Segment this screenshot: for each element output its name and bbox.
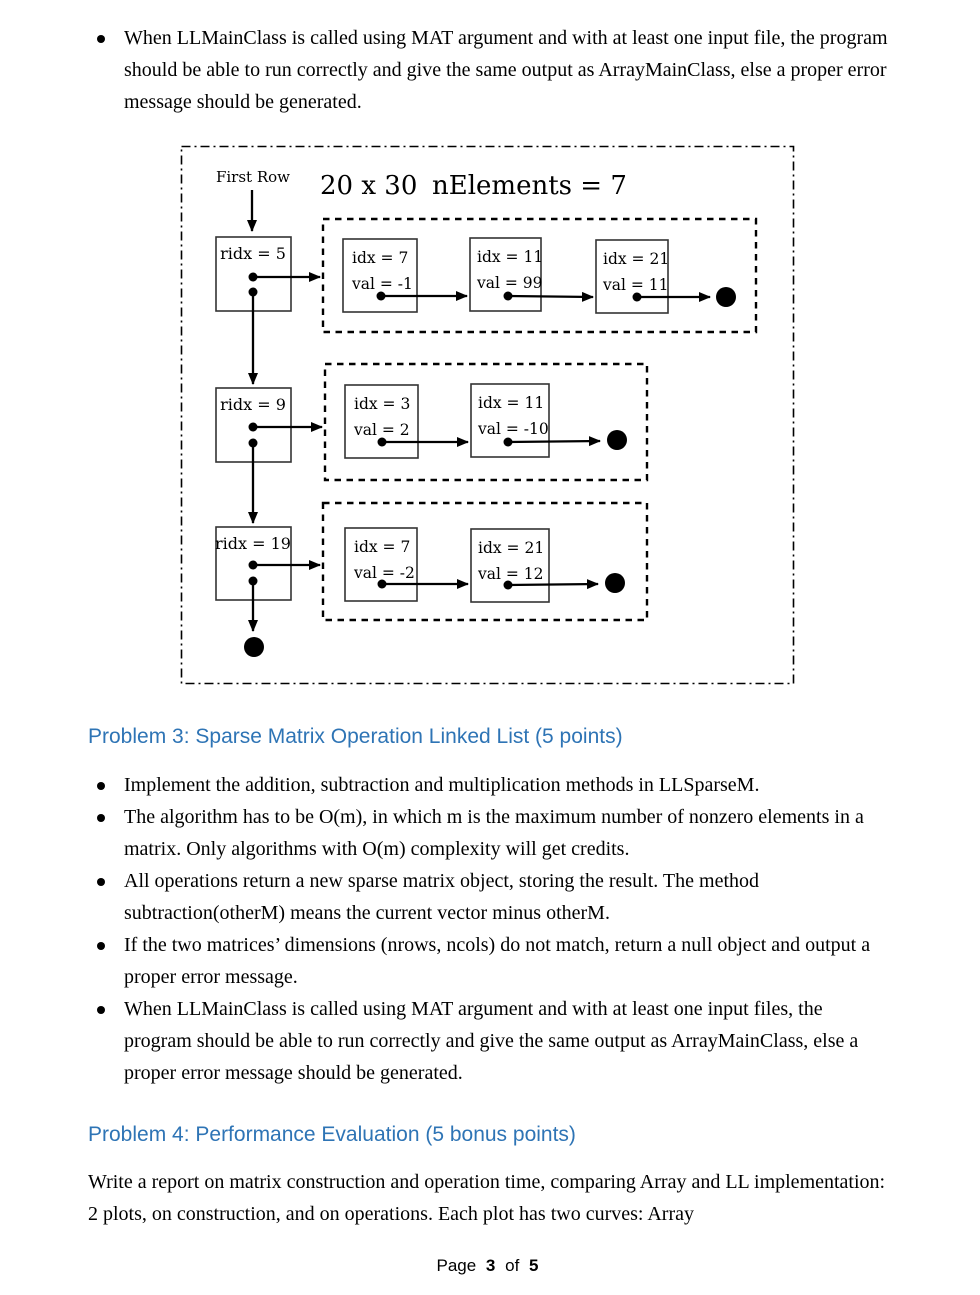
intro-bullet-list: When LLMainClass is called using MAT arg… [88, 22, 894, 118]
node-val-label: val = 12 [477, 565, 544, 583]
sparse-matrix-linked-list-diagram: First Row 20 x 30 nElements = 7 ridx = 5… [180, 145, 795, 685]
next-node-arrow [507, 291, 594, 302]
bullet-text: All operations return a new sparse matri… [124, 870, 760, 924]
bullet-text: When LLMainClass is called using MAT arg… [124, 27, 888, 113]
matrix-size-label: 20 x 30 [320, 171, 417, 201]
list-item: The algorithm has to be O(m), in which m… [88, 801, 894, 865]
footer-page-number: 3 [485, 1256, 496, 1275]
null-arrow [507, 436, 601, 447]
node-box [595, 239, 669, 314]
node-val-label: val = 11 [602, 276, 669, 294]
null-pointer-icon [603, 568, 627, 598]
bullet-marker [97, 782, 105, 790]
bullet-text: The algorithm has to be O(m), in which m… [124, 806, 864, 860]
list-item: When LLMainClass is called using MAT arg… [88, 22, 894, 118]
list-item: Implement the addition, subtraction and … [88, 769, 894, 801]
node-box [469, 237, 542, 312]
null-pointer-icon [714, 282, 738, 312]
null-pointer-icon [242, 632, 266, 662]
node-idx-label: idx = 11 [478, 394, 544, 412]
null-pointer-icon [605, 425, 629, 455]
node-idx-label: idx = 21 [478, 539, 544, 557]
bullet-marker [97, 1006, 105, 1014]
node-val-label: val = -1 [351, 275, 413, 293]
list-item: If the two matrices’ dimensions (nrows, … [88, 929, 894, 993]
diagram-outer-border [180, 145, 795, 685]
bullet-marker [97, 942, 105, 950]
node-box [470, 528, 550, 603]
node-box [344, 384, 419, 459]
row-group-border [321, 217, 758, 334]
problem4-heading: Problem 4: Performance Evaluation (5 bon… [88, 1123, 576, 1146]
first-row-label: First Row [216, 168, 290, 186]
node-box [470, 383, 550, 458]
footer-total-pages: 5 [529, 1256, 539, 1275]
problem3-bullet-list: Implement the addition, subtraction and … [88, 769, 894, 1089]
list-item: All operations return a new sparse matri… [88, 865, 894, 929]
node-idx-label: idx = 3 [354, 395, 410, 413]
bullet-marker [97, 814, 105, 822]
problem4-body-text: Write a report on matrix construction an… [88, 1171, 886, 1225]
row-group-border [323, 362, 649, 482]
node-idx-label: idx = 7 [352, 249, 408, 267]
bullet-marker [97, 878, 105, 886]
list-item: When LLMainClass is called using MAT arg… [88, 993, 894, 1089]
nelements-label: nElements = 7 [432, 171, 627, 201]
node-idx-label: idx = 11 [477, 248, 543, 266]
row-group-border [321, 501, 649, 622]
node-val-label: val = -2 [353, 564, 415, 582]
bullet-marker [97, 35, 105, 43]
node-idx-label: idx = 21 [603, 250, 669, 268]
node-box [342, 238, 418, 313]
node-val-label: val = 2 [353, 421, 410, 439]
row-header-label: ridx = 19 [215, 534, 291, 553]
null-arrow [507, 579, 599, 590]
node-idx-label: idx = 7 [354, 538, 410, 556]
node-val-label: val = -10 [477, 420, 549, 438]
bullet-text: When LLMainClass is called using MAT arg… [124, 998, 859, 1084]
node-val-label: val = 99 [476, 274, 543, 292]
problem3-heading: Problem 3: Sparse Matrix Operation Linke… [88, 725, 623, 748]
bullet-text: If the two matrices’ dimensions (nrows, … [124, 934, 871, 988]
page-footer: Page 3 of 5 [0, 1255, 980, 1277]
footer-page-label: Page [436, 1256, 477, 1275]
node-box [344, 527, 418, 602]
row-header-label: ridx = 5 [220, 244, 286, 263]
footer-of-label: of [505, 1256, 520, 1275]
row-header-label: ridx = 9 [220, 395, 286, 414]
bullet-text: Implement the addition, subtraction and … [124, 774, 760, 796]
